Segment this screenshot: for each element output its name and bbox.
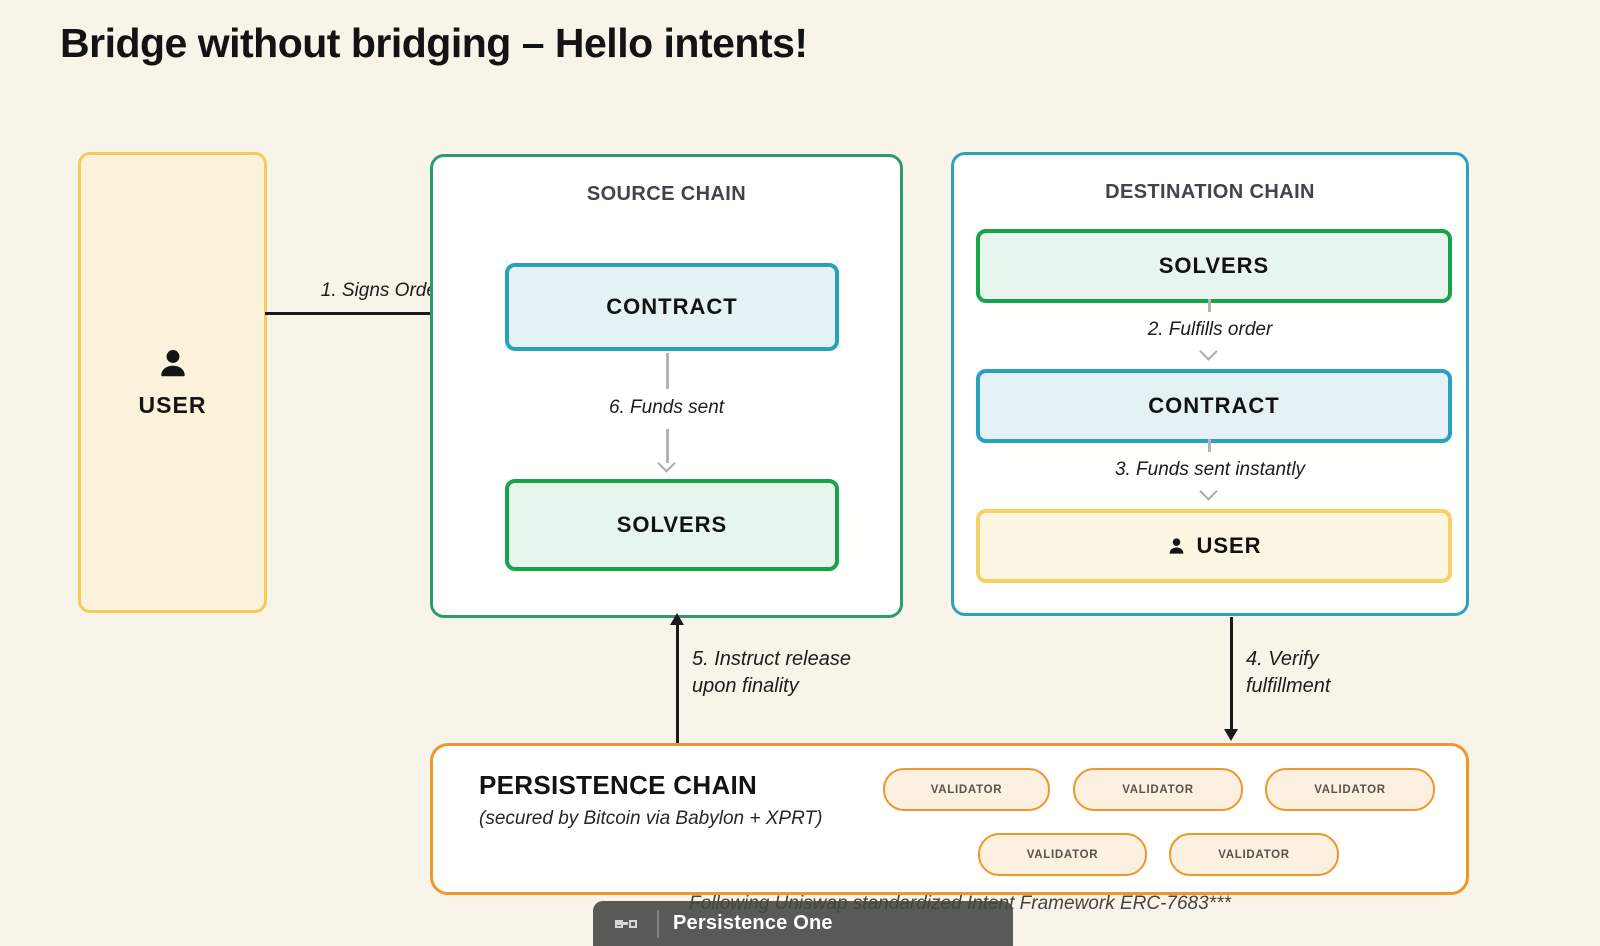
- destination-chain-title: DESTINATION CHAIN: [1105, 181, 1315, 203]
- page-title: Bridge without bridging – Hello intents!: [60, 20, 808, 66]
- source-contract-label: CONTRACT: [606, 294, 738, 319]
- source-solvers-box: SOLVERS: [505, 479, 839, 571]
- chevron-down-icon: [657, 454, 676, 473]
- user-panel-label: USER: [138, 392, 207, 418]
- framework-note: Following Uniswap standardized Intent Fr…: [689, 893, 1231, 914]
- validator-pill: VALIDATOR: [1265, 768, 1435, 811]
- persistence-chain-subtitle: (secured by Bitcoin via Babylon + XPRT): [479, 808, 823, 829]
- fulfills-order-label: 2. Fulfills order: [1147, 319, 1273, 340]
- chevron-down-icon: [1199, 482, 1218, 501]
- persistence-chain-box: PERSISTENCE CHAIN (secured by Bitcoin vi…: [430, 743, 1469, 895]
- persistence-one-watermark-bar: Persistence One: [593, 901, 1013, 946]
- dest-connector-dash-2: [1208, 439, 1211, 452]
- source-contract-box: CONTRACT: [505, 263, 839, 351]
- destination-contract-box: CONTRACT: [976, 369, 1452, 443]
- validator-pill: VALIDATOR: [1073, 768, 1243, 811]
- destination-solvers-box: SOLVERS: [976, 229, 1452, 303]
- user-icon: [160, 350, 185, 377]
- funds-sent-label: 6. Funds sent: [608, 397, 725, 418]
- arrow-up-icon: [670, 613, 684, 625]
- source-chain-title: SOURCE CHAIN: [586, 183, 747, 205]
- verify-line2: fulfillment: [1246, 675, 1331, 697]
- divider: [657, 909, 659, 938]
- instruct-release-label: 5. Instruct release upon finality: [692, 646, 851, 700]
- instruct-release-arrow-line: [676, 624, 679, 743]
- user-panel: USER: [78, 152, 267, 613]
- funds-sent-instantly-label: 3. Funds sent instantly: [1114, 459, 1306, 480]
- validator-pill: VALIDATOR: [1169, 833, 1339, 876]
- persistence-chain-title: PERSISTENCE CHAIN: [479, 770, 758, 800]
- validator-pill: VALIDATOR: [978, 833, 1147, 876]
- brand-name: Persistence One: [673, 912, 833, 934]
- source-connector-line-top: [666, 353, 669, 389]
- chevron-down-icon: [1199, 342, 1218, 361]
- destination-user-box: USER: [976, 509, 1452, 583]
- dest-connector-dash-1: [1208, 299, 1211, 312]
- destination-chain-box: DESTINATION CHAIN SOLVERS 2. Fulfills or…: [951, 152, 1469, 616]
- destination-user-label: USER: [1196, 533, 1262, 558]
- user-icon: [1170, 537, 1184, 554]
- verify-line1: 4. Verify: [1246, 648, 1319, 670]
- verify-fulfillment-arrow-line: [1230, 617, 1233, 731]
- validator-pill: VALIDATOR: [883, 768, 1050, 811]
- instruct-release-line2: upon finality: [692, 675, 799, 697]
- signs-order-arrow-line: [265, 312, 505, 315]
- source-chain-box: SOURCE CHAIN CONTRACT 6. Funds sent SOLV…: [430, 154, 903, 618]
- source-connector-line-bottom: [666, 429, 669, 463]
- destination-contract-label: CONTRACT: [1148, 393, 1280, 418]
- arrow-down-icon: [1224, 729, 1238, 741]
- instruct-release-line1: 5. Instruct release: [692, 648, 851, 670]
- verify-fulfillment-label: 4. Verify fulfillment: [1246, 646, 1330, 700]
- signs-order-label: 1. Signs Order: [320, 280, 444, 301]
- destination-solvers-label: SOLVERS: [1158, 253, 1270, 278]
- source-solvers-label: SOLVERS: [616, 512, 728, 537]
- persistence-one-logo-icon: [615, 919, 643, 928]
